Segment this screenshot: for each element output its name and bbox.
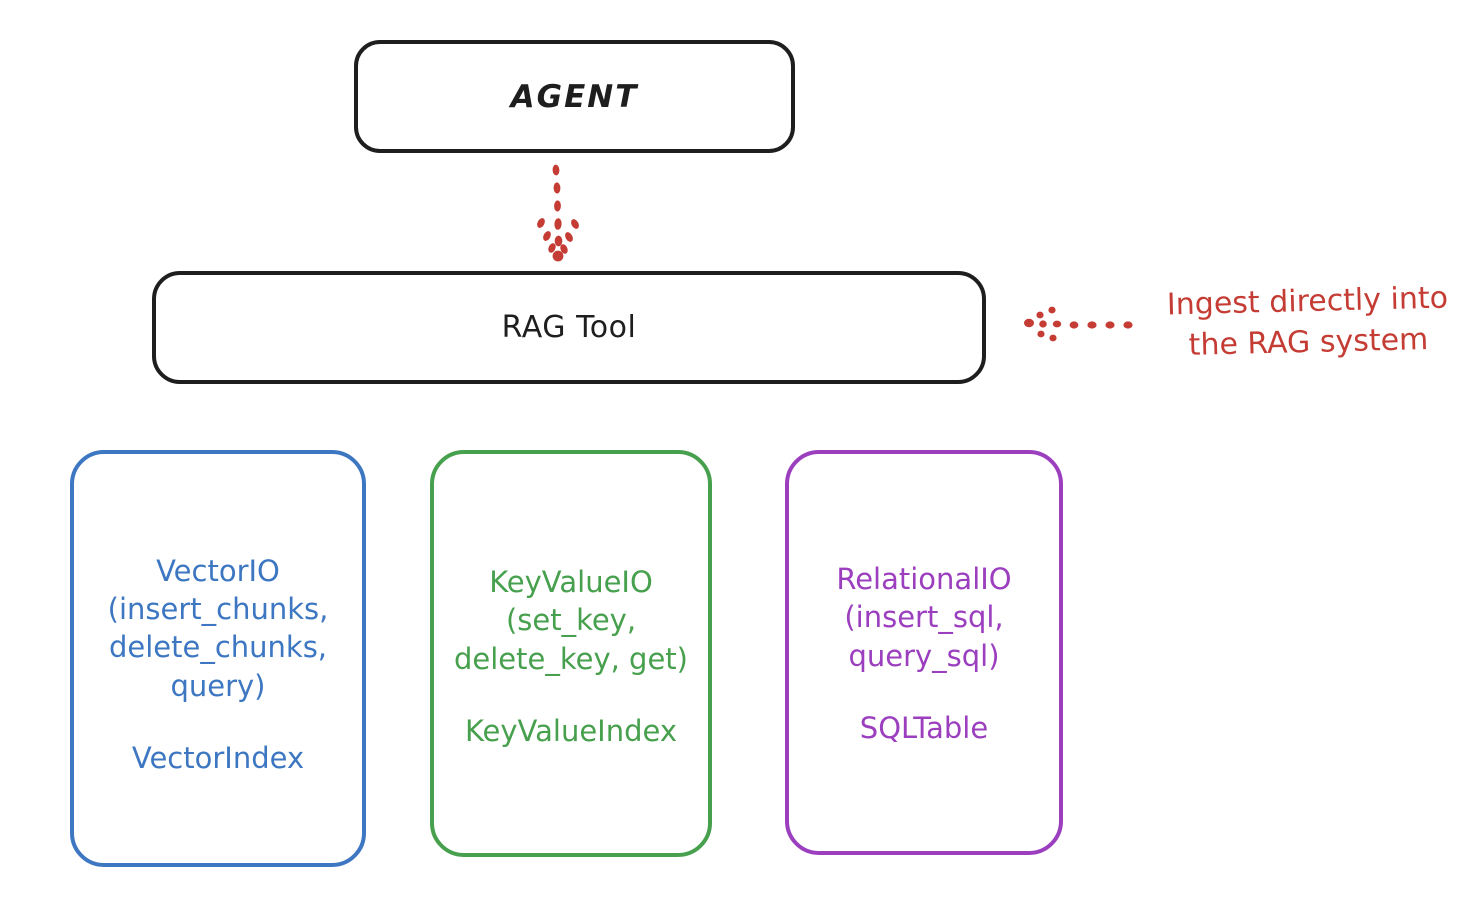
node-agent[interactable]: AGENT — [354, 40, 795, 153]
node-key-value-io[interactable]: KeyValueIO (set_key, delete_key, get) Ke… — [430, 450, 712, 857]
annotation-ingest-label: Ingest directly into the RAG system — [1166, 280, 1449, 364]
node-rag-tool[interactable]: RAG Tool — [152, 271, 986, 384]
node-vector-io-api-label: VectorIO (insert_chunks, delete_chunks, … — [107, 553, 329, 703]
node-key-value-io-api-label: KeyValueIO (set_key, delete_key, get) — [454, 564, 688, 676]
node-relational-io-api-label: RelationalIO (insert_sql, query_sql) — [836, 561, 1012, 673]
node-key-value-io-index-label: KeyValueIndex — [464, 713, 678, 748]
node-rag-tool-label: RAG Tool — [501, 310, 637, 345]
node-relational-io[interactable]: RelationalIO (insert_sql, query_sql) SQL… — [785, 450, 1063, 855]
node-relational-io-index-label: SQLTable — [859, 710, 989, 745]
connector-agent-to-rag-tool — [537, 164, 579, 262]
connector-ingest-to-rag-tool — [1024, 306, 1133, 342]
node-vector-io-index-label: VectorIndex — [131, 740, 305, 775]
node-agent-label: AGENT — [510, 78, 639, 115]
node-vector-io[interactable]: VectorIO (insert_chunks, delete_chunks, … — [70, 450, 366, 867]
